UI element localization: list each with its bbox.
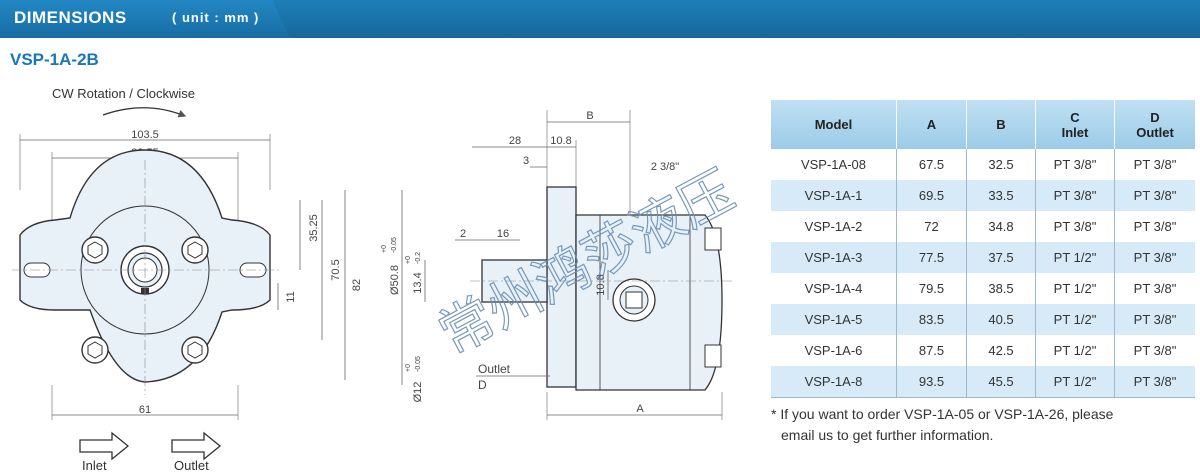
dim-13-4-tol-dn: -0.2 — [415, 252, 422, 264]
dim-3: 3 — [523, 155, 529, 167]
dim-phi50-8: Ø50.8 — [389, 265, 401, 295]
section-header: DIMENSIONS ( unit : mm ) — [0, 0, 1200, 38]
flange-side — [546, 186, 577, 388]
col-header-model: Model — [771, 100, 897, 149]
dim-height: 70.5 — [330, 259, 342, 280]
dim-phi50-8-tol-dn: -0.05 — [391, 237, 398, 253]
bolt-icon — [81, 236, 209, 364]
dim-2: 2 — [460, 228, 466, 240]
dim-total-height: 82 — [351, 279, 363, 291]
port-icon — [612, 278, 656, 322]
dim-13-4: 13.4 — [412, 272, 424, 293]
rotation-label: CW Rotation / Clockwise — [52, 86, 195, 101]
side-outlet-label: Outlet — [478, 362, 511, 376]
legend-outlet: Outlet — [174, 458, 209, 473]
legend-inlet: Inlet — [82, 458, 107, 473]
order-note: * If you want to order VSP-1A-05 or VSP-… — [771, 404, 1113, 446]
col-header-b: B — [966, 100, 1036, 149]
dim-overall-width: 103.5 — [131, 129, 159, 141]
inlet-arrow-icon — [79, 431, 130, 461]
dim-phi12: Ø12 — [412, 382, 424, 403]
dim-10-8-vert: 10.8 — [595, 274, 607, 295]
side-d-label: D — [478, 378, 487, 392]
dim-13-4-tol-up: +0 — [405, 256, 412, 264]
dim-small: 11 — [285, 291, 297, 302]
rotation-arrow-icon — [102, 107, 187, 118]
note-line-1: * If you want to order VSP-1A-05 or VSP-… — [771, 406, 1114, 422]
outlet-arrow-icon — [171, 431, 222, 461]
dim-28: 28 — [509, 135, 521, 147]
side-view-drawing: B 28 10.8 3 2 3/8" 2 16 Ø50.8 +0 -0.05 1… — [381, 110, 744, 420]
note-line-2: email us to get further information. — [781, 427, 994, 443]
front-view-drawing: CW Rotation / Clockwise 103.5 82.55 4 35… — [12, 86, 363, 473]
model-title: VSP-1A-2B — [10, 50, 99, 69]
dim-b: B — [586, 110, 593, 122]
dim-bottom: 61 — [139, 404, 151, 416]
dim-10-8: 10.8 — [550, 135, 571, 147]
col-header-a: A — [896, 100, 967, 149]
unit-label: ( unit : mm ) — [172, 10, 260, 25]
header-tab — [0, 0, 290, 38]
section-title: DIMENSIONS — [14, 8, 127, 27]
dim-phi12-tol-up: +0 — [405, 364, 412, 372]
dim-a: A — [636, 403, 644, 415]
dim-phi12-tol-dn: -0.05 — [415, 356, 422, 372]
dim-phi50-8-tol-up: +0 — [381, 245, 388, 253]
dim-upper: 35.25 — [308, 214, 320, 242]
dim-port-c: 2 3/8" — [651, 161, 679, 173]
dim-16: 16 — [497, 228, 509, 240]
